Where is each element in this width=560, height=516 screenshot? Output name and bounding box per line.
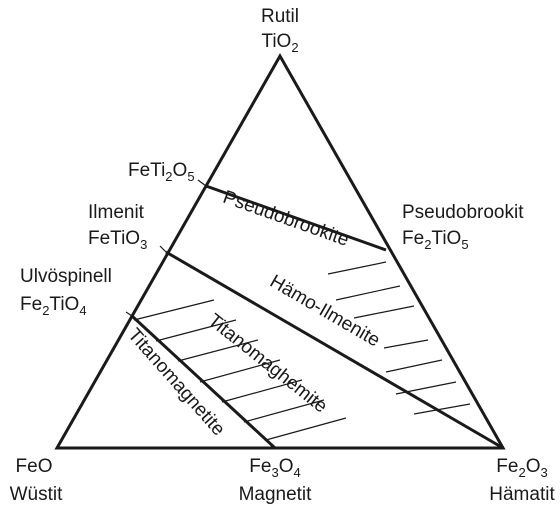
vertex-right-name: Hämatit xyxy=(489,484,555,505)
band-label-pseudobrookite: Pseudobrookite xyxy=(220,187,351,251)
label-ulvospinell-formula: Fe2TiO4 xyxy=(20,294,87,318)
tie-line-ulvospinel-magnetite xyxy=(130,314,277,450)
label-ilmenit-formula: FeTiO3 xyxy=(88,228,147,252)
tick-ulvospinel xyxy=(125,311,133,317)
label-pseudobrookit-name: Pseudobrookit xyxy=(402,202,524,223)
hatch-lines xyxy=(133,261,471,441)
label-pseudobrookit-formula: Fe2TiO5 xyxy=(402,228,469,252)
label-magnetit-name: Magnetit xyxy=(239,484,313,505)
vertex-right-formula: Fe2O3 xyxy=(496,456,547,480)
ternary-triangle xyxy=(54,52,506,450)
label-magnetit-formula: Fe3O4 xyxy=(249,456,300,480)
tick-ilmenite xyxy=(159,245,167,253)
band-label-titanomagnetite: Titanomagnetite xyxy=(123,325,229,440)
label-ulvospinell-name: Ulvöspinell xyxy=(20,266,112,287)
label-ilmenit-name: Ilmenit xyxy=(88,202,145,223)
tie-line-feti2o5-fe2tio5 xyxy=(205,184,387,252)
vertex-top-formula: TiO2 xyxy=(261,31,298,55)
band-label-hamo-ilmenite: Hämo-Ilmenite xyxy=(266,271,383,351)
vertex-top-name: Rutil xyxy=(261,6,299,27)
vertex-left-formula: FeO xyxy=(16,456,53,477)
tie-line-ilmenite-hematite xyxy=(165,250,504,450)
label-feti2o5: FeTi2O5 xyxy=(128,160,195,184)
vertex-left-name: Wüstit xyxy=(10,484,64,505)
tick-feti2o5 xyxy=(197,179,207,187)
